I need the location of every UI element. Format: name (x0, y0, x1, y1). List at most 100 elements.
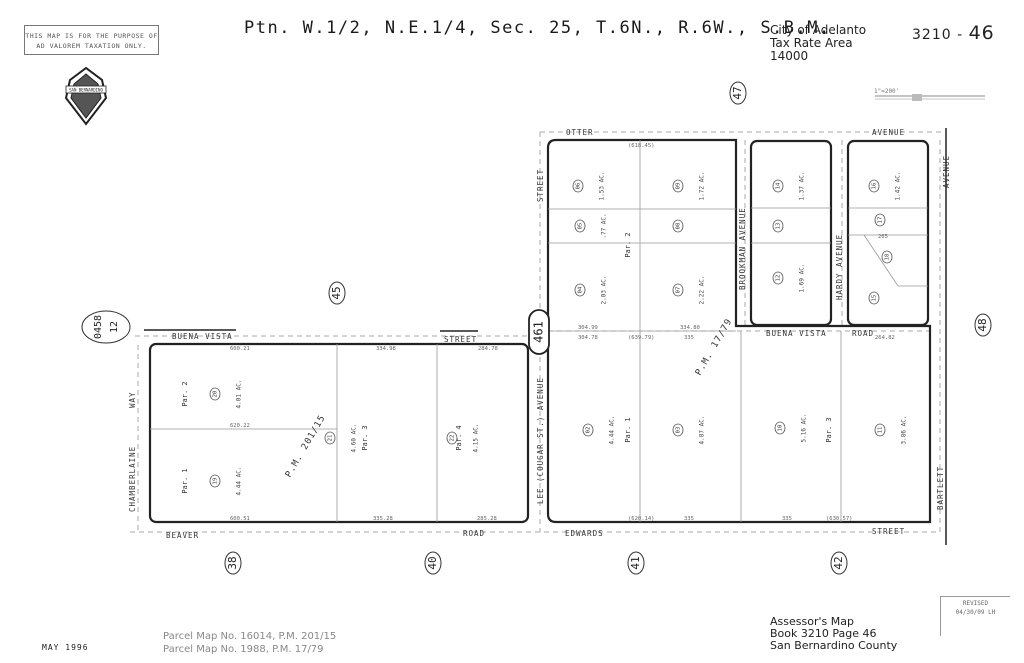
revised-date: 04/30/09 LH (955, 609, 996, 616)
street-way: WAY (128, 391, 137, 408)
street-names-vertical: CHAMBERLAINE WAY LEE (COUGAR ST.) AVENUE… (128, 155, 951, 512)
parcel-acreage: 4.87 AC. (699, 416, 706, 445)
adjacent-page-markers (81, 81, 992, 575)
parcel-number: 22 (450, 435, 456, 442)
parcel-circle (772, 271, 784, 285)
dim: 304.99 (578, 325, 598, 331)
assessor-county: San Bernardino County (770, 639, 898, 652)
parcel-par-label: Par. 1 (624, 417, 632, 442)
parcel-acreage: 4.15 AC. (473, 424, 480, 453)
dim: 335.28 (373, 516, 393, 522)
dim: 334.80 (680, 325, 700, 331)
street-road-right: ROAD (852, 329, 874, 338)
parcel-number: 02 (586, 427, 592, 434)
adjacent-page-bottom-4: 42 (832, 556, 845, 569)
dim: 600.51 (230, 516, 250, 522)
dim: 335 (684, 516, 694, 522)
dim: 284.78 (478, 346, 498, 352)
street-lee-avenue: LEE (COUGAR ST.) AVENUE (536, 377, 545, 504)
parcel-number: 04 (578, 286, 584, 293)
adjacent-page-left: 45 (330, 286, 343, 299)
parcel-circle (582, 423, 594, 437)
street-buena-vista-right: BUENA VISTA (766, 329, 827, 338)
tax-rate-area-number: 14000 (770, 49, 809, 63)
parcel-acreage: 2.03 AC. (601, 276, 608, 305)
street-avenue-right: AVENUE (942, 155, 951, 188)
parcel-acreage: 3.86 AC. (901, 416, 908, 445)
street-centerlines (130, 131, 945, 533)
parcel-circle (874, 423, 886, 437)
parcel-acreage: 1.42 AC. (895, 172, 902, 201)
parcel-map-labels: P.M. 201/15 P.M. 17/79 (284, 317, 735, 480)
dimension-labels: 600.21 334.98 284.78 620.22 600.51 335.2… (230, 143, 895, 522)
adjacent-ref-book: 0458 (93, 315, 104, 339)
dim: (618.45) (628, 143, 655, 149)
left-block-lot-lines (150, 344, 438, 522)
parcel-number: 13 (776, 223, 782, 230)
revised-label: REVISED (962, 600, 989, 607)
parcel-number: 06 (576, 183, 582, 190)
county-seal-icon: SAN BERNARDINO (64, 66, 108, 126)
street-road-bottom: ROAD (463, 529, 485, 538)
dim: 620.22 (230, 423, 250, 429)
parcel-number: 18 (885, 254, 891, 261)
assessor-title: Assessor's Map (770, 615, 854, 628)
parcel-acreage: 1.37 AC. (799, 172, 806, 201)
block-hardy (846, 139, 930, 327)
parcel-circle (672, 219, 684, 233)
parcel-number: 15 (872, 295, 878, 302)
parcel-acreage: 4.01 AC. (236, 380, 243, 409)
dim: 285.28 (477, 516, 497, 522)
parcel-circle (209, 474, 221, 488)
highway-shield-icon: 461 (528, 309, 550, 355)
parcel-acreage: 4.44 AC. (609, 416, 616, 445)
street-names: OTTER AVENUE BUENA VISTA STREET BUENA VI… (166, 128, 904, 540)
parcel-circle (874, 213, 886, 227)
parcel-number: 11 (878, 427, 884, 434)
street-otter: OTTER (566, 128, 594, 137)
parcel-circle (868, 179, 880, 193)
street-street-vertical: STREET (536, 169, 545, 202)
parcel-note-2: Parcel Map No. 1988, P.M. 17/79 (163, 644, 324, 655)
adjacent-page-bottom-3: 41 (629, 556, 642, 569)
parcel-number: 05 (578, 223, 584, 230)
parcel-acreage: 1.53 AC. (599, 172, 606, 201)
parcel-acreage: 5.16 AC. (801, 414, 808, 443)
parcel-par-label: Par. 1 (181, 468, 189, 493)
parcel-number: 10 (778, 425, 784, 432)
parcel-number: 16 (872, 183, 878, 190)
dim: (620.14) (628, 516, 655, 522)
parcel-number: 14 (776, 182, 782, 189)
dim: 335 (684, 335, 694, 341)
dim: 304.78 (578, 335, 598, 341)
parcel-circle (672, 283, 684, 297)
parcel-number: 08 (676, 223, 682, 230)
highway-label: 461 (532, 321, 546, 343)
parcel-number: 12 (776, 275, 782, 282)
scale-bar-icon (875, 94, 985, 101)
street-bartlett: BARTLETT (936, 466, 945, 510)
dim: 600.21 (230, 346, 250, 352)
center-block-lot-lines (548, 140, 842, 522)
pm-201-label: P.M. 201/15 (284, 413, 328, 479)
adjacent-ref-page: 12 (109, 321, 120, 333)
parcel-par-label: Par. 4 (455, 425, 463, 450)
assessor-block: Assessor's Map Book 3210 Page 46 San Ber… (770, 616, 897, 652)
street-buena-vista-left: BUENA VISTA (172, 332, 233, 341)
parcel-circle (324, 431, 336, 445)
scale-label: 1"=200' (874, 88, 900, 95)
parcel-number: 09 (676, 183, 682, 190)
disclaimer-box: THIS MAP IS FOR THE PURPOSE OF AD VALORE… (24, 25, 159, 55)
parcel-par-label: Par. 3 (361, 425, 369, 450)
parcel-circle (672, 179, 684, 193)
city-name: City of Adelanto (770, 23, 867, 37)
tax-rate-area-label: Tax Rate Area (770, 36, 853, 50)
parcel-acreage: 4.60 AC. (351, 424, 358, 453)
dim: 334.98 (376, 346, 396, 352)
street-chamberlaine: CHAMBERLAINE (128, 446, 137, 512)
parcel-circle (772, 179, 784, 193)
parcel-par-label: Par. 2 (624, 232, 632, 257)
adjacent-page-bottom-1: 38 (226, 556, 239, 569)
